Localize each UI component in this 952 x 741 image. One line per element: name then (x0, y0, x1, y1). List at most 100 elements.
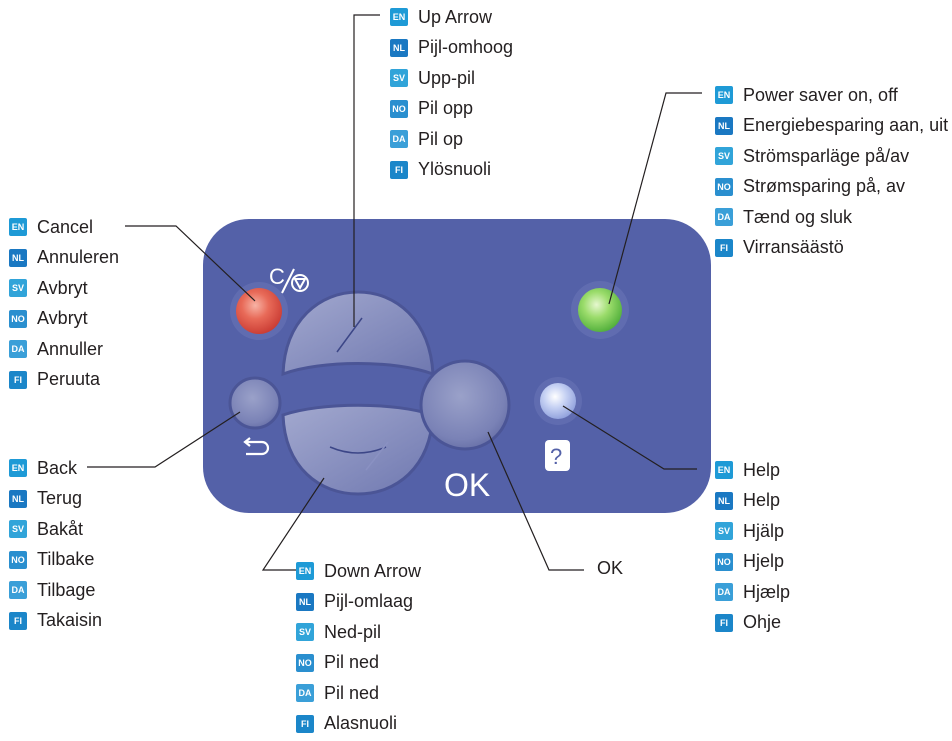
language-badge: NO (715, 177, 733, 196)
callout-row: SV Upp-pil (390, 63, 513, 94)
language-badge: SV (390, 69, 408, 88)
help-button[interactable] (540, 383, 576, 419)
callout-row: FI Takaisin (9, 606, 102, 637)
callout-label: Tænd og sluk (743, 206, 853, 227)
callout-label: Down Arrow (324, 560, 422, 581)
callout-label: Up Arrow (418, 6, 493, 27)
back-arrow-icon (243, 437, 270, 456)
callout-row: FI Alasnuoli (296, 709, 421, 740)
ok-button[interactable] (419, 359, 511, 451)
callout-label: Power saver on, off (743, 84, 898, 105)
callout-label: Cancel (37, 216, 94, 237)
callout-row: NL Help (715, 486, 790, 517)
language-badge: EN (715, 86, 733, 105)
leader-ok (487, 431, 584, 571)
up-arrow-button[interactable] (281, 290, 435, 377)
ok-button-label: OK (444, 467, 490, 503)
callout-row: EN Power saver on, off (715, 80, 948, 111)
language-badge: EN (390, 8, 408, 27)
leader-back (87, 411, 241, 468)
cancel-slash (281, 268, 295, 294)
down-arrow-shine (365, 441, 389, 471)
callout-label: Bakåt (37, 518, 84, 539)
callout-row: DA Hjælp (715, 577, 790, 608)
callout-label: Pijl-omhoog (418, 37, 514, 58)
callout-label: Help (743, 490, 781, 511)
leader-up-arrow (353, 14, 380, 327)
language-badge: NO (296, 653, 314, 672)
callout-label: Tilbake (37, 549, 95, 570)
callout-label: Pijl-omlaag (324, 591, 414, 612)
language-badge: NO (390, 99, 408, 118)
down-arrow-button[interactable] (281, 403, 435, 496)
language-badge: NL (9, 248, 27, 267)
language-badge: DA (715, 208, 733, 227)
callout-row: EN Up Arrow (390, 2, 513, 33)
language-badge: DA (715, 583, 733, 602)
callout-label: Ohje (743, 612, 782, 633)
language-badge: FI (9, 370, 27, 389)
language-badge: NO (9, 309, 27, 328)
callout-label: Alasnuoli (324, 713, 398, 734)
language-badge: DA (296, 684, 314, 703)
callout-label: Hjälp (743, 520, 785, 541)
language-badge: SV (715, 522, 733, 541)
callout-ok-label: OK (597, 558, 624, 578)
callout-label: Hjælp (743, 581, 791, 602)
language-badge: FI (715, 613, 733, 632)
callout-label: Upp-pil (418, 67, 476, 88)
language-badge: NL (715, 491, 733, 510)
stop-icon (291, 274, 309, 292)
leader-help (562, 405, 697, 470)
language-badge: EN (715, 461, 733, 480)
language-badge: FI (715, 238, 733, 257)
power-saver-button[interactable] (578, 288, 622, 332)
down-arrow-glyph (329, 446, 387, 454)
callout-label: Takaisin (37, 610, 103, 631)
callout-label: Energiebesparing aan, uit (743, 115, 949, 136)
callout-label: Hjelp (743, 551, 785, 572)
language-badge: FI (296, 714, 314, 733)
leader-cancel (125, 225, 256, 302)
callout-row: NO Strømsparing på, av (715, 172, 948, 203)
language-badge: DA (9, 340, 27, 359)
help-icon-box (545, 440, 570, 471)
language-badge: NL (296, 592, 314, 611)
callout-row: DA Pil ned (296, 678, 421, 709)
cancel-c-glyph: C (269, 264, 285, 289)
language-badge: FI (9, 611, 27, 630)
callout-row: NO Avbryt (9, 304, 119, 335)
callout-label: Avbryt (37, 308, 88, 329)
callout-label: Pil ned (324, 652, 380, 673)
callout-row: FI Ohje (715, 608, 790, 639)
callout-label: Strømsparing på, av (743, 176, 906, 197)
callout-row: NL Pijl-omlaag (296, 587, 421, 618)
callout-label: Pil ned (324, 682, 380, 703)
cancel-button[interactable] (236, 288, 282, 334)
callout-label: Terug (37, 488, 83, 509)
language-badge: NL (715, 116, 733, 135)
language-badge: SV (715, 147, 733, 166)
callout-label: Virransäästö (743, 237, 844, 258)
back-button[interactable] (228, 376, 282, 430)
language-badge: SV (296, 623, 314, 642)
language-badge: SV (9, 279, 27, 298)
callout-label: Annuller (37, 338, 104, 359)
callout-label: Ylösnuoli (418, 159, 492, 180)
